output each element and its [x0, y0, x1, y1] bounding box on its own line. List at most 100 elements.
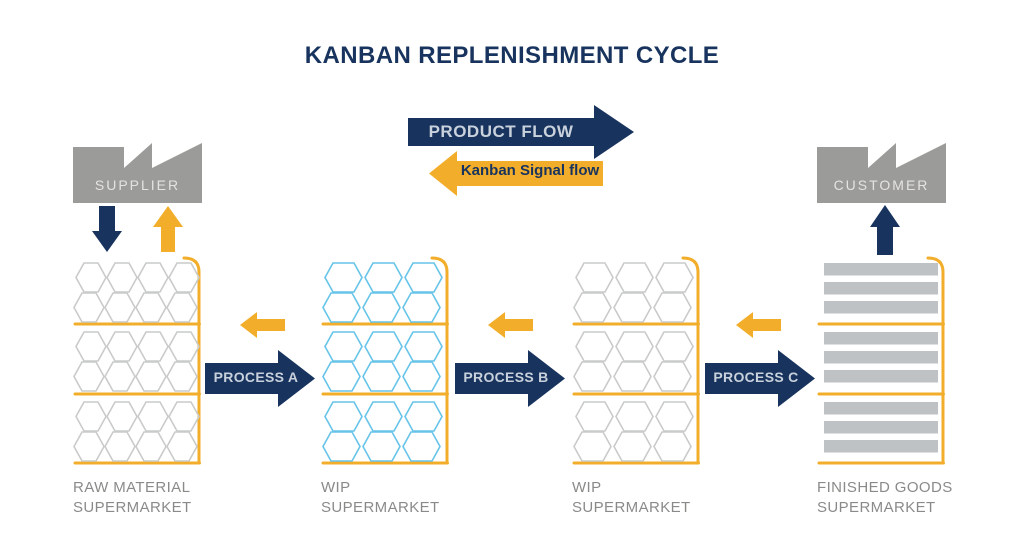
kanban-bin-hexagon — [653, 431, 692, 462]
kanban-bin-hexagon — [322, 292, 361, 323]
kanban-signal-label: Kanban Signal flow — [460, 162, 600, 179]
kanban-bin-hexagon — [402, 361, 441, 392]
kanban-bin-hexagon — [324, 331, 363, 362]
kanban-bin-hexagon — [573, 292, 612, 323]
rack-wip-supermarket-2 — [572, 255, 705, 476]
finished-goods-bar — [824, 370, 938, 383]
rack-label-line: SUPERMARKET — [321, 499, 440, 517]
rack-label-finished-goods: FINISHED GOODS SUPERMARKET — [817, 478, 1017, 519]
rack-frame — [817, 256, 945, 465]
kanban-bin-hexagon — [166, 292, 198, 323]
signal-left-arrow-icon-2 — [488, 312, 533, 338]
customer-label: CUSTOMER — [833, 177, 930, 193]
rack-frame — [321, 256, 449, 465]
kanban-bin-hexagon — [655, 262, 694, 293]
kanban-bin-hexagon — [653, 292, 692, 323]
signal-left-arrow-icon-3 — [736, 312, 781, 338]
kanban-bin-hexagon — [166, 361, 198, 392]
rack-frame — [73, 256, 201, 465]
kanban-bin-hexagon — [75, 262, 107, 293]
customer-factory-icon — [817, 143, 946, 203]
kanban-bin-hexagon — [615, 262, 654, 293]
kanban-bin-hexagon — [653, 361, 692, 392]
kanban-bin-hexagon — [137, 262, 169, 293]
kanban-bin-hexagon — [573, 361, 612, 392]
kanban-bin-hexagon — [613, 431, 652, 462]
signal-left-arrow-icon-1 — [240, 312, 285, 338]
page-title: KANBAN REPLENISHMENT CYCLE — [304, 42, 720, 69]
kanban-bin-hexagon — [404, 262, 443, 293]
rack-raw-material-supermarket — [73, 255, 206, 476]
supplier-down-arrow-icon — [92, 206, 122, 252]
kanban-bin-hexagon — [575, 331, 614, 362]
kanban-bin-hexagon — [135, 431, 167, 462]
kanban-bin-hexagon — [364, 331, 403, 362]
kanban-bin-hexagon — [135, 292, 167, 323]
product-flow-label: PRODUCT FLOW — [428, 122, 574, 141]
process-b-arrow-icon — [455, 350, 565, 407]
kanban-bin-hexagon — [402, 292, 441, 323]
kanban-signal-arrow-icon — [429, 151, 603, 196]
kanban-bin-hexagon — [168, 401, 200, 432]
process-c-arrow-icon — [705, 350, 815, 407]
kanban-bin-hexagon — [73, 361, 105, 392]
kanban-bin-hexagon — [168, 331, 200, 362]
kanban-bin-hexagon — [75, 331, 107, 362]
rack-finished-goods-supermarket — [817, 255, 950, 476]
kanban-bin-hexagon — [104, 431, 136, 462]
kanban-bin-hexagon — [322, 361, 361, 392]
kanban-bin-hexagon — [104, 292, 136, 323]
kanban-bin-hexagon — [73, 431, 105, 462]
process-b-label: PROCESS B — [463, 369, 549, 385]
supplier-factory-icon — [73, 143, 202, 203]
kanban-bin-hexagon — [655, 401, 694, 432]
kanban-bin-hexagon — [322, 431, 361, 462]
kanban-bin-hexagon — [137, 331, 169, 362]
finished-goods-bar — [824, 402, 938, 415]
rack-label-line: WIP — [321, 479, 351, 496]
rack-label-line: SUPERMARKET — [817, 499, 936, 517]
rack-label-raw-material: RAW MATERIAL SUPERMARKET — [73, 478, 273, 519]
finished-goods-bar — [824, 421, 938, 434]
kanban-bin-hexagon — [137, 401, 169, 432]
supplier-label: SUPPLIER — [94, 177, 181, 193]
rack-label-line: WIP — [572, 479, 602, 496]
kanban-bin-hexagon — [362, 431, 401, 462]
kanban-bin-hexagon — [106, 262, 138, 293]
customer-up-arrow-icon — [870, 205, 900, 255]
rack-label-wip-2: WIP SUPERMARKET — [572, 478, 772, 519]
kanban-bin-hexagon — [75, 401, 107, 432]
finished-goods-bar — [824, 301, 938, 314]
process-c-label: PROCESS C — [713, 369, 799, 385]
kanban-bin-hexagon — [106, 401, 138, 432]
kanban-bin-hexagon — [402, 431, 441, 462]
kanban-bin-hexagon — [575, 262, 614, 293]
finished-goods-bar — [824, 282, 938, 295]
kanban-bin-hexagon — [655, 331, 694, 362]
kanban-bin-hexagon — [615, 331, 654, 362]
kanban-bin-hexagon — [166, 431, 198, 462]
rack-label-wip-1: WIP SUPERMARKET — [321, 478, 521, 519]
kanban-bin-hexagon — [613, 292, 652, 323]
kanban-bin-hexagon — [404, 331, 443, 362]
process-a-label: PROCESS A — [213, 369, 299, 385]
kanban-bin-hexagon — [573, 431, 612, 462]
finished-goods-bar — [824, 263, 938, 276]
finished-goods-bar — [824, 440, 938, 453]
kanban-bin-hexagon — [362, 361, 401, 392]
rack-label-line: SUPERMARKET — [73, 499, 192, 517]
kanban-bin-hexagon — [135, 361, 167, 392]
kanban-bin-hexagon — [613, 361, 652, 392]
finished-goods-bar — [824, 351, 938, 364]
kanban-bin-hexagon — [324, 401, 363, 432]
process-a-arrow-icon — [205, 350, 315, 407]
kanban-bin-hexagon — [106, 331, 138, 362]
kanban-bin-hexagon — [73, 292, 105, 323]
kanban-bin-hexagon — [168, 262, 200, 293]
product-flow-arrow-icon — [408, 105, 634, 159]
rack-wip-supermarket-1 — [321, 255, 454, 476]
rack-label-line: RAW MATERIAL — [73, 479, 191, 496]
kanban-bin-hexagon — [615, 401, 654, 432]
kanban-bin-hexagon — [104, 361, 136, 392]
